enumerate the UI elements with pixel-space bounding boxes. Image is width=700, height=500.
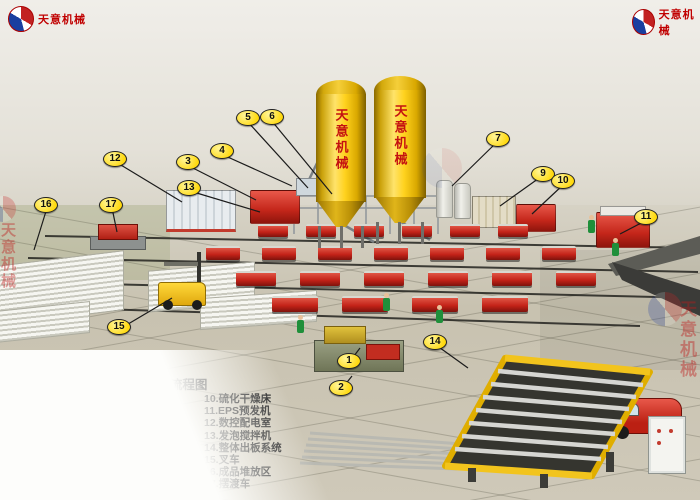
mold-trolley [430,246,464,260]
mold-trolley [306,224,336,237]
brand-logo-top-left: 天意机械 [8,6,86,32]
mold-trolley [236,271,276,286]
watermark-text: 天意机械 [0,222,16,290]
brand-logo-top-right: 天意机械 [632,6,700,38]
watermark-center-emblem-icon [422,148,462,188]
watermark-emblem-icon [648,292,682,326]
mold-trolley [364,271,404,286]
foaming-system-machine [250,190,300,224]
mold-trolley [498,224,528,237]
brand-name: 天意机械 [658,9,695,37]
watermark-left: 天意机械 [0,196,16,290]
callout-5: 5 [236,110,260,126]
callout-2: 2 [329,380,353,396]
silo-legs [376,222,424,244]
mold-trolley [482,296,528,312]
storage-tank-2 [454,183,471,219]
brand-name: 天意机械 [38,14,86,26]
watermark-right: 天意机械 [648,292,696,380]
control-room-container [166,190,236,232]
mold-trolley [486,246,520,260]
forklift-roof [164,262,198,266]
legend-background-fade [0,350,362,500]
electric-cabinet [648,416,686,474]
mold-trolley [374,246,408,260]
watermark-emblem-icon [0,196,16,222]
mold-trolley [428,271,468,286]
mold-trolley [272,296,318,312]
callout-12: 12 [103,151,127,167]
brand-emblem-icon [8,6,34,32]
eps-curing-silo [472,196,516,228]
mold-trolley [450,224,480,237]
mold-trolley [542,246,576,260]
mold-trolley [262,246,296,260]
silo-body: 天意机械 [374,90,426,198]
callout-9: 9 [531,166,555,182]
callout-10: 10 [551,173,575,189]
silo-legs [318,226,364,248]
mold-trolley [492,271,532,286]
storage-tank-1 [436,180,453,218]
watermark-text: 天意机械 [677,300,696,380]
worker-figure [436,305,443,323]
worker-figure [383,293,390,311]
mold-trolley [556,271,596,286]
worker-figure [612,238,619,256]
callout-13: 13 [177,180,201,196]
silo-dome [316,80,366,95]
callout-15: 15 [107,319,131,335]
mold-trolley [300,271,340,286]
callout-4: 4 [210,143,234,159]
forming-machine-panel [366,344,400,360]
callout-14: 14 [423,334,447,350]
brand-emblem-icon [632,9,655,35]
silo-brand-text: 天意机械 [333,108,349,172]
callout-1: 1 [337,353,361,369]
cement-silo-right: 天意机械 [374,76,426,248]
forklift-wheel [192,300,202,310]
mold-trolley [318,246,352,260]
mold-trolley [206,246,240,260]
worker-figure [297,315,304,333]
worker-figure [588,215,595,233]
mold-trolley [258,224,288,237]
mold-trolley [342,296,388,312]
silo-dome [374,76,426,91]
callout-7: 7 [486,131,510,147]
forklift-wheel [163,300,173,310]
callout-11: 11 [634,209,658,225]
callout-17: 17 [99,197,123,213]
ferry-cart-body [98,224,138,240]
forklift-mast [197,252,201,298]
callout-6: 6 [260,109,284,125]
callout-16: 16 [34,197,58,213]
silo-brand-text: 天意机械 [392,104,408,168]
mold-trolley [412,296,458,312]
callout-3: 3 [176,154,200,170]
forming-machine-hopper [324,326,366,344]
mold-trolley [402,224,432,237]
